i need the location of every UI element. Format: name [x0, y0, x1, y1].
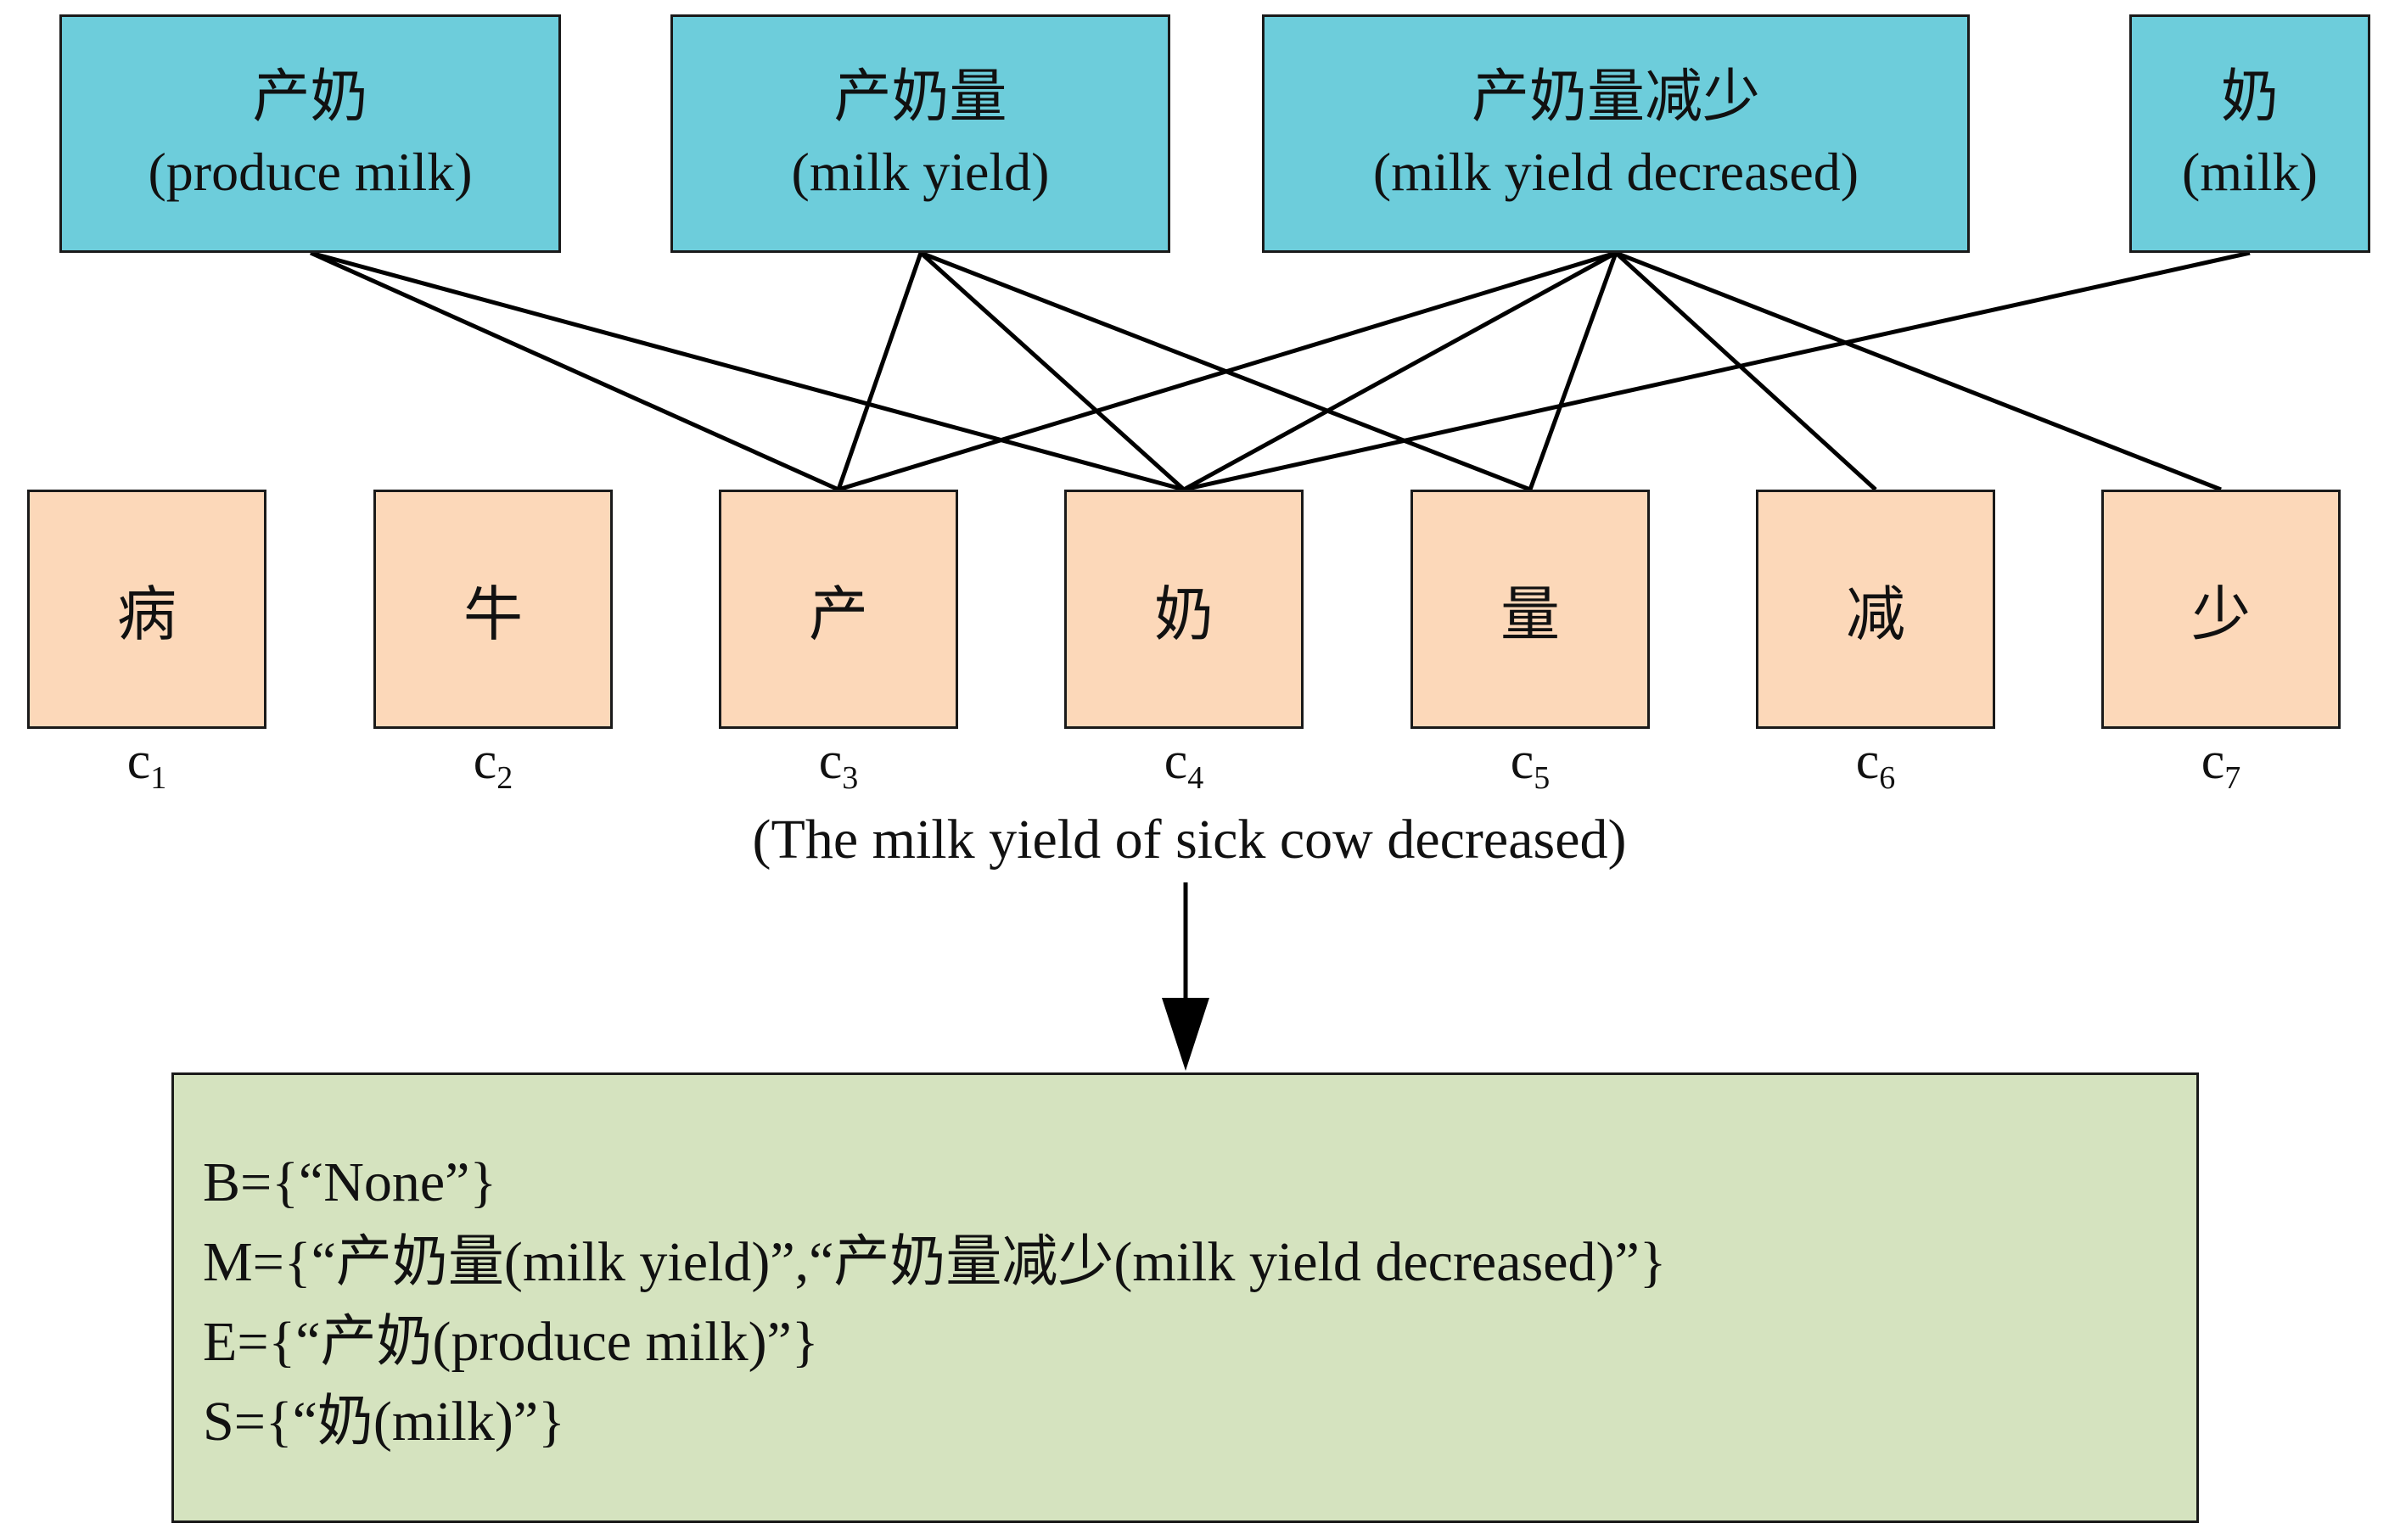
result-box: B={“None”} M={“产奶量(milk yield)”,“产奶量减少(m… [171, 1072, 2199, 1523]
char-label-6: c6 [1855, 732, 1896, 796]
char-box-1: 病 [27, 490, 266, 729]
char-box-3: 产 [719, 490, 958, 729]
word-zh: 产奶量 [833, 63, 1007, 131]
char-box-6: 减 [1756, 490, 1995, 729]
word-en: (milk yield decreased) [1372, 141, 1859, 202]
word-char-links [309, 250, 2251, 492]
link-line [309, 250, 840, 492]
link-line [838, 250, 1617, 492]
link-line [919, 251, 1186, 491]
char-label-4: c4 [1164, 732, 1204, 796]
link-line [310, 250, 1185, 492]
word-box-milk-yield: 产奶量 (milk yield) [670, 14, 1170, 253]
link-line [1615, 250, 2222, 492]
result-line-s: S={“奶(milk)”} [203, 1391, 565, 1453]
result-line-b: B={“None”} [203, 1151, 497, 1213]
link-line [1528, 252, 1618, 490]
char-box-2: 牛 [373, 490, 613, 729]
result-line-e: E={“产奶(produce milk)”} [203, 1311, 819, 1373]
word-en: (milk) [2182, 141, 2318, 202]
char-label-5: c5 [1510, 732, 1551, 796]
char-box-7: 少 [2101, 490, 2341, 729]
word-box-produce-milk: 产奶 (produce milk) [59, 14, 561, 253]
word-zh: 奶 [2220, 63, 2279, 131]
word-en: (milk yield) [791, 141, 1050, 202]
char-label-1: c1 [126, 732, 167, 796]
char-label-7: c7 [2201, 732, 2241, 796]
result-line-m: M={“产奶量(milk yield)”,“产奶量减少(milk yield d… [203, 1231, 1667, 1293]
word-zh: 产奶 [252, 63, 368, 131]
link-line [1183, 250, 2251, 492]
word-en: (produce milk) [148, 141, 473, 202]
link-line [1614, 251, 1877, 491]
word-box-milk: 奶 (milk) [2129, 14, 2370, 253]
sentence-caption: (The milk yield of sick cow decreased) [752, 809, 1627, 871]
char-box-5: 量 [1410, 490, 1650, 729]
char-box-4: 奶 [1064, 490, 1304, 729]
char-label-2: c2 [473, 732, 513, 796]
link-line [1182, 250, 1618, 492]
word-box-milk-yield-decreased: 产奶量减少 (milk yield decreased) [1262, 14, 1970, 253]
char-label-3: c3 [818, 732, 859, 796]
link-line [836, 252, 923, 490]
word-zh: 产奶量减少 [1471, 63, 1760, 131]
arrow-head [1162, 998, 1209, 1071]
